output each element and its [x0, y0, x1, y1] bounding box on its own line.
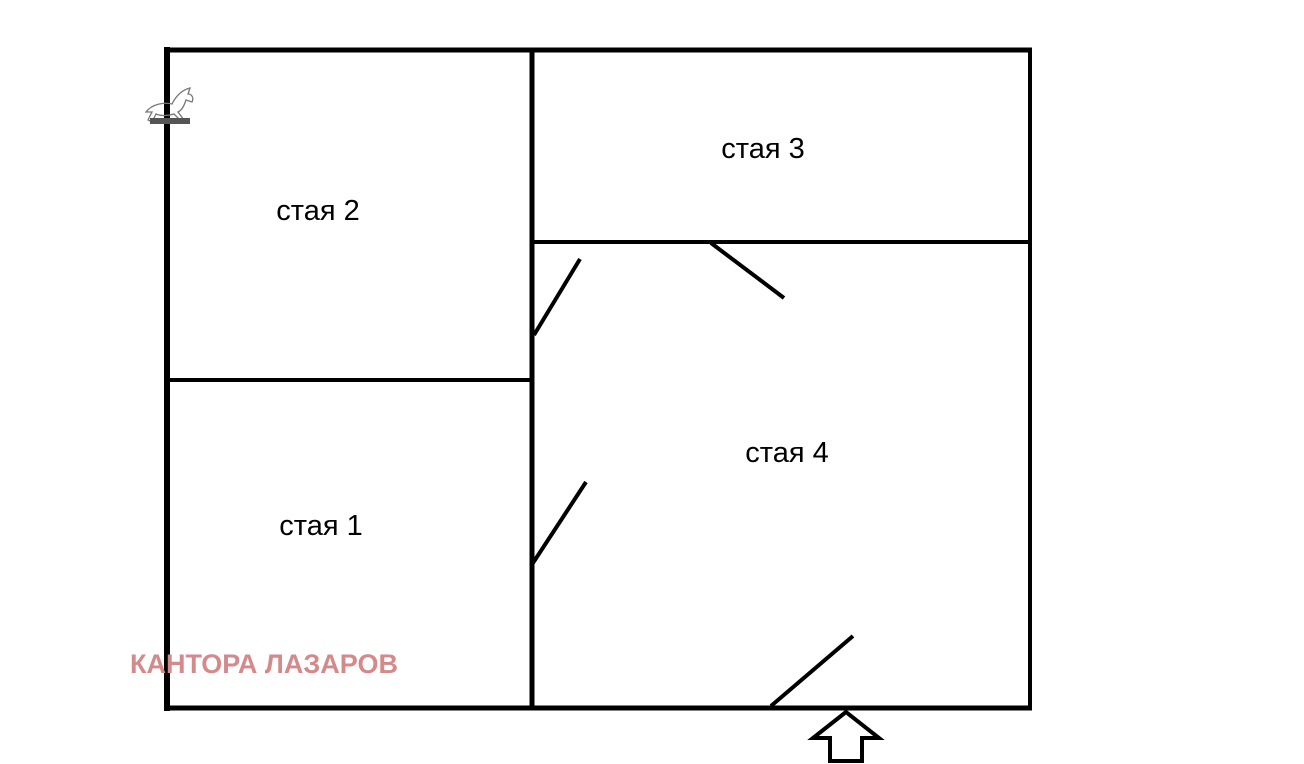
- horse-logo-icon: [144, 87, 194, 124]
- door-room2: [532, 257, 582, 337]
- room-2-label: стая 2: [276, 195, 359, 227]
- watermark-text: КАНТОРА ЛАЗАРОВ: [130, 649, 398, 679]
- door-room3: [709, 241, 786, 300]
- room-1-label: стая 1: [279, 510, 362, 542]
- door-room1: [529, 480, 588, 568]
- door-entrance: [769, 634, 855, 708]
- room-3-label: стая 3: [721, 133, 804, 165]
- entrance-arrow-icon: [807, 709, 885, 763]
- room-4-label: стая 4: [745, 437, 828, 469]
